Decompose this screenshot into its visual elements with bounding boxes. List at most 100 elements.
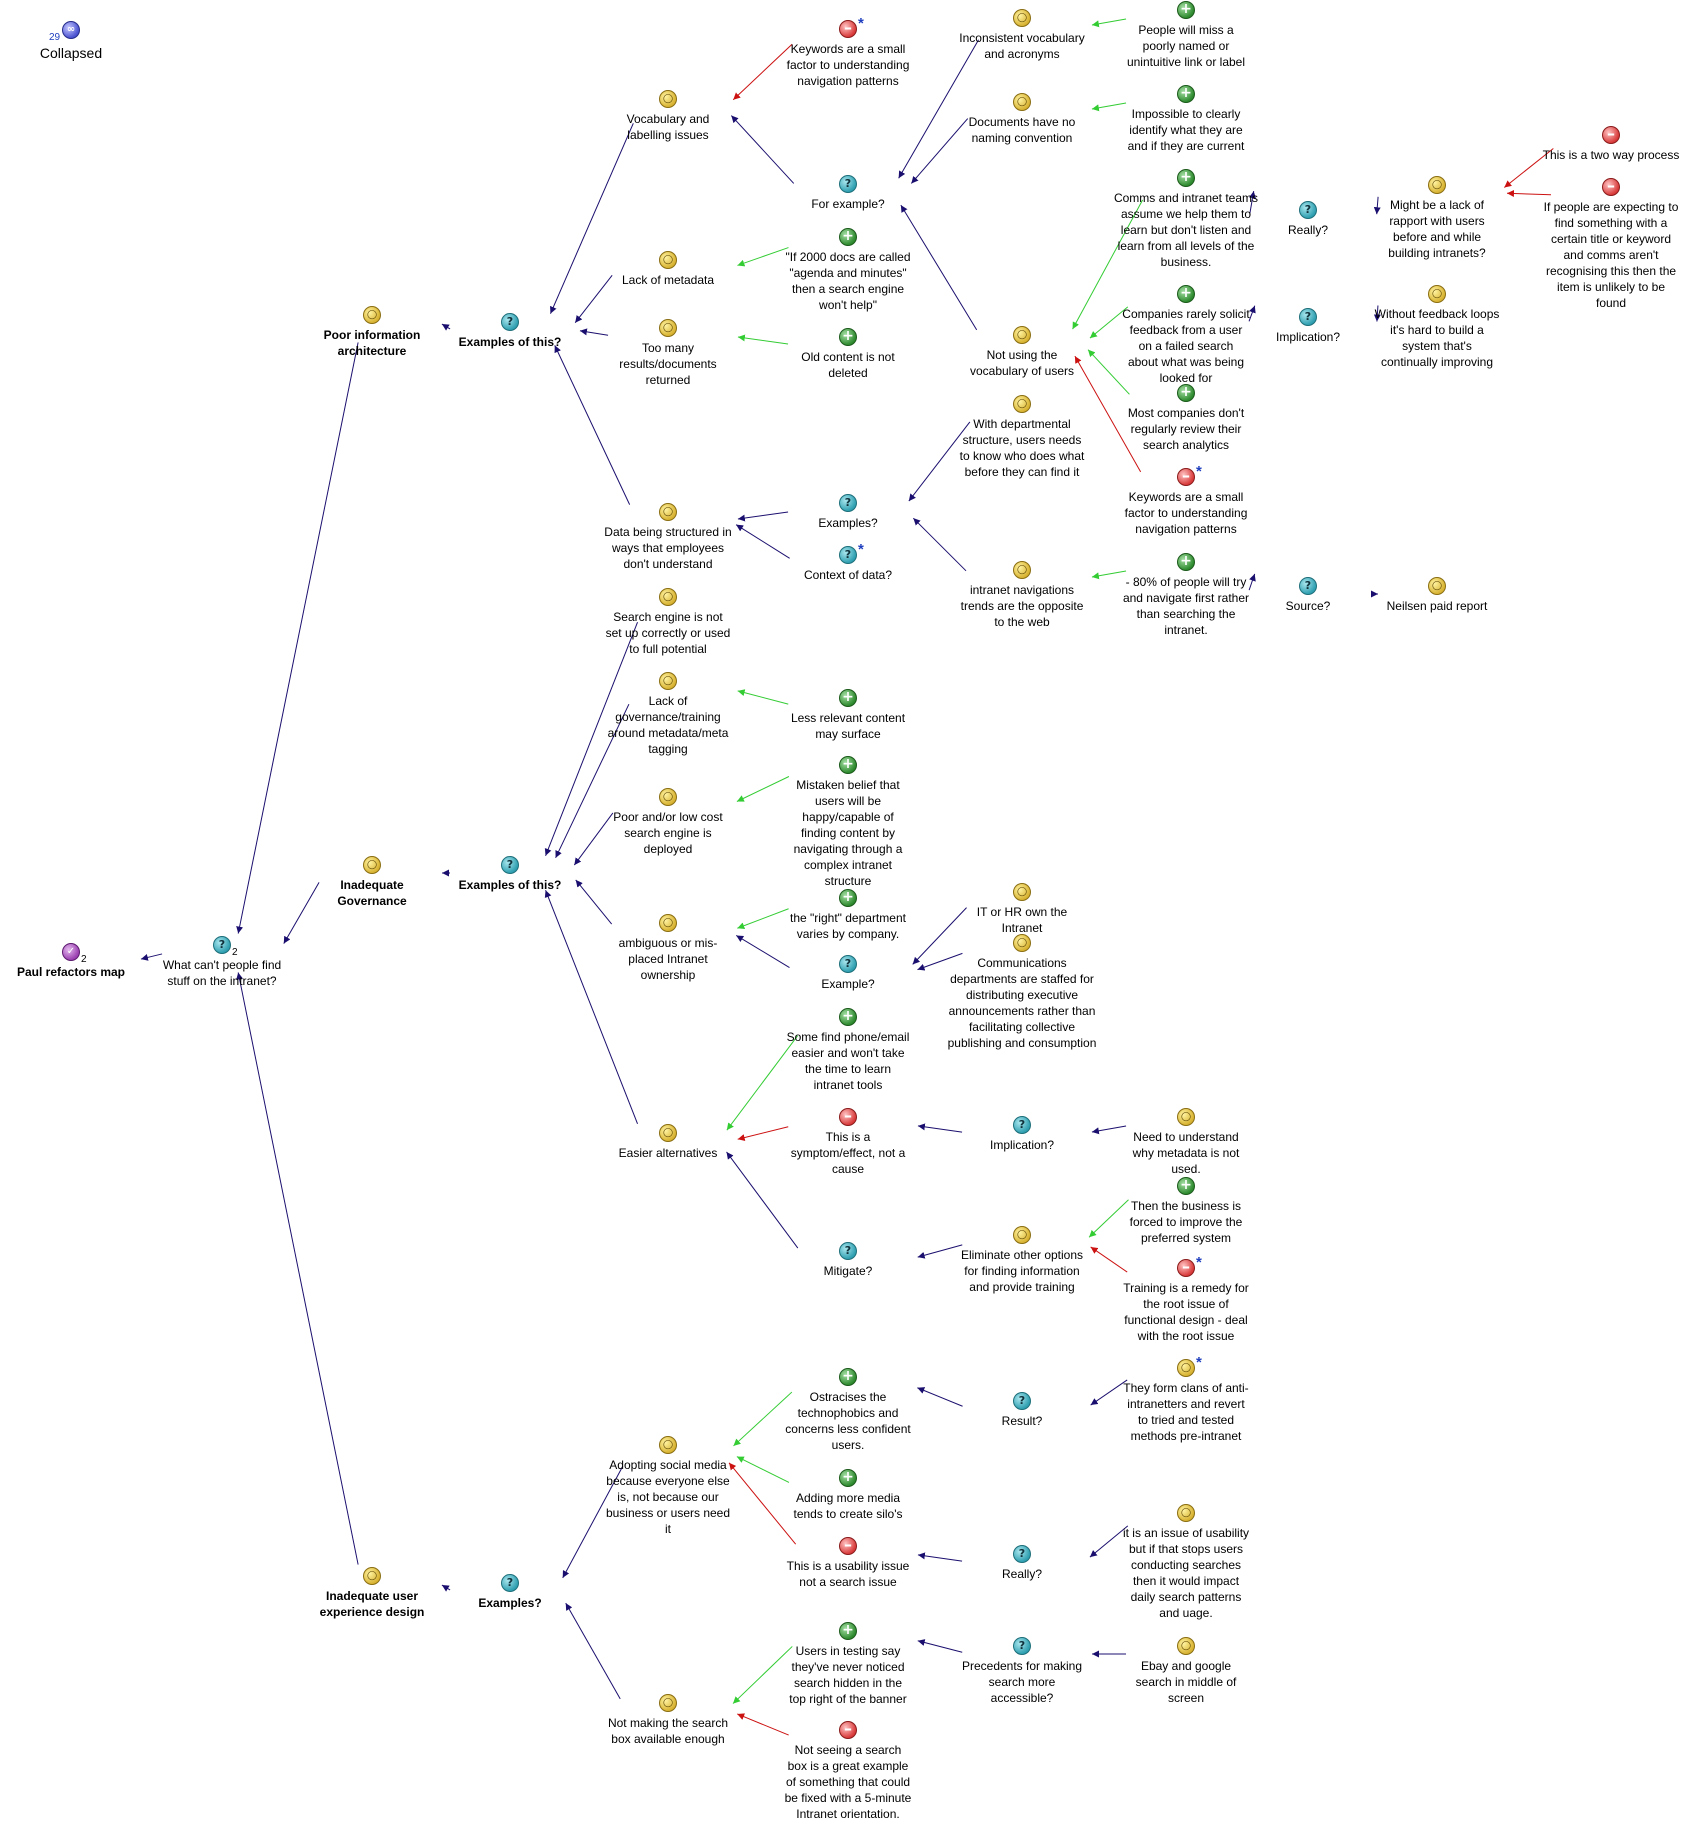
node-ex1[interactable]: ?Examples of this?	[459, 313, 561, 349]
collapsed-count: 29	[49, 32, 61, 43]
node-ifpeople[interactable]: –If people are expecting to find somethi…	[1544, 178, 1679, 311]
node-neilsen[interactable]: ◯Neilsen paid report	[1387, 577, 1487, 613]
pro-icon: +	[839, 1469, 857, 1487]
collapsed-node[interactable]: ∞ 29 Collapsed	[40, 21, 102, 61]
node-ebay[interactable]: ◯Ebay and google search in middle of scr…	[1136, 1637, 1236, 1705]
node-userstest[interactable]: +Users in testing say they've never noti…	[789, 1622, 907, 1706]
node-result[interactable]: ?Result?	[1002, 1392, 1042, 1428]
node-source[interactable]: ?Source?	[1286, 577, 1330, 613]
question-icon: ?	[501, 1574, 519, 1592]
node-peoplemiss[interactable]: +People will miss a poorly named or unin…	[1127, 1, 1245, 69]
node-lessrel[interactable]: +Less relevant content may surface	[791, 689, 905, 741]
node-kw1[interactable]: –*Keywords are a small factor to underst…	[787, 15, 910, 88]
node-mostcomp[interactable]: +Most companies don't regularly review t…	[1128, 384, 1244, 452]
node-deptstruct[interactable]: ◯With departmental structure, users need…	[960, 395, 1084, 479]
node-ambig[interactable]: ◯ambiguous or mis-placed Intranet owners…	[619, 914, 717, 982]
node-addingmedia[interactable]: +Adding more media tends to create silo'…	[793, 1469, 903, 1521]
node-impossible[interactable]: +Impossible to clearly identify what the…	[1128, 85, 1244, 153]
idea-icon: ◯	[659, 503, 677, 521]
node-implic1[interactable]: ?Implication?	[1276, 308, 1340, 344]
node-lackgov[interactable]: ◯Lack of governance/training around meta…	[608, 672, 728, 756]
idea-icon: ◯	[659, 251, 677, 269]
map-icon: ✓	[62, 943, 80, 961]
node-count: 2	[232, 947, 238, 958]
idea-icon: ◯	[659, 1124, 677, 1142]
map-node[interactable]: ✓ 2 Paul refactors map	[17, 943, 125, 979]
node-mistaken[interactable]: +Mistaken belief that users will be happ…	[794, 756, 902, 888]
idea-icon: ◯	[1177, 1359, 1195, 1377]
node-examples1[interactable]: ?Examples?	[818, 494, 878, 530]
node-gov[interactable]: ◯Inadequate Governance	[337, 856, 407, 908]
node-notmaking[interactable]: ◯Not making the search box available eno…	[608, 1694, 728, 1746]
node-poor-ia[interactable]: ◯Poor information architecture	[324, 306, 420, 358]
node-poorlow[interactable]: ◯Poor and/or low cost search engine is d…	[613, 788, 723, 856]
node-twoway[interactable]: –This is a two way process	[1543, 126, 1680, 163]
node-clans[interactable]: ◯*They form clans of anti-intranetters a…	[1123, 1354, 1248, 1443]
node-docsnoname[interactable]: ◯Documents have no naming convention	[969, 93, 1075, 145]
node-eighty[interactable]: +- 80% of people will try and navigate f…	[1123, 553, 1249, 637]
node-eliminate[interactable]: ◯Eliminate other options for finding inf…	[961, 1226, 1083, 1294]
node-somefind[interactable]: +Some find phone/email easier and won't …	[787, 1008, 909, 1092]
node-meta[interactable]: ◯Lack of metadata	[622, 251, 714, 287]
node-toomany[interactable]: ◯Too many results/documents returned	[619, 319, 717, 387]
node-ex2[interactable]: ?Examples of this?	[459, 856, 561, 892]
node-easier[interactable]: ◯Easier alternatives	[619, 1124, 717, 1160]
link-oldcontent-to-toomany	[737, 334, 789, 345]
node-companies[interactable]: +Companies rarely solicit feedback from …	[1122, 285, 1250, 385]
node-oldcontent[interactable]: +Old content is not deleted	[801, 328, 895, 380]
link-userstest-to-notmaking	[732, 1646, 793, 1704]
node-ostracises[interactable]: +Ostracises the technophobics and concer…	[785, 1368, 911, 1452]
node-adopting[interactable]: ◯Adopting social media because everyone …	[606, 1436, 730, 1536]
node-itisan[interactable]: ◯it is an issue of usability but if that…	[1123, 1504, 1249, 1620]
pro-icon: +	[839, 1622, 857, 1640]
node-ex3[interactable]: ?Examples?	[478, 1574, 542, 1610]
node-precedents[interactable]: ?Precedents for making search more acces…	[962, 1637, 1082, 1705]
node-ithr[interactable]: ◯IT or HR own the Intranet	[977, 883, 1067, 935]
node-example2[interactable]: ?Example?	[821, 955, 875, 991]
node-really2[interactable]: ?Really?	[1002, 1545, 1042, 1581]
node-implic2[interactable]: ?Implication?	[990, 1116, 1054, 1152]
node-symptom[interactable]: –This is a symptom/effect, not a cause	[791, 1108, 906, 1177]
node-kw2[interactable]: –*Keywords are a small factor to underst…	[1125, 463, 1248, 536]
node-label: People will miss a poorly named or unint…	[1126, 23, 1246, 69]
node-rapport[interactable]: ◯ Might be a lack of rapport with users b…	[1388, 176, 1486, 260]
node-label: Might be a lack of rapport with users be…	[1388, 198, 1486, 260]
node-commsdept[interactable]: ◯Communications departments are staffed …	[948, 934, 1096, 1050]
node-training[interactable]: –*Training is a remedy for the root issu…	[1123, 1254, 1249, 1343]
pro-icon: +	[839, 228, 857, 246]
node-really1[interactable]: ?Really?	[1288, 201, 1328, 237]
node-context[interactable]: ?*Context of data?	[804, 541, 892, 582]
node-thenbiz[interactable]: +Then the business is forced to improve …	[1130, 1177, 1242, 1245]
idea-icon: ◯	[1428, 176, 1446, 194]
link-vocab-to-ex1	[550, 123, 634, 314]
idea-icon: ◯	[1013, 1226, 1031, 1244]
node-datastruct[interactable]: ◯Data being structured in ways that empl…	[604, 503, 732, 571]
node-vocab[interactable]: ◯Vocabulary and labelling issues	[627, 90, 709, 142]
question-icon: ?	[1299, 308, 1317, 326]
con-icon: –	[839, 20, 857, 38]
node-needund[interactable]: ◯Need to understand why metadata is not …	[1133, 1108, 1239, 1176]
question-icon: ?	[1013, 1116, 1031, 1134]
link-gov-to-root	[283, 882, 320, 944]
collapsed-label: Collapsed	[39, 45, 103, 61]
node-rightdept[interactable]: +the "right" department varies by compan…	[790, 889, 906, 941]
node-agenda[interactable]: +"If 2000 docs are called "agenda and mi…	[785, 228, 911, 312]
node-uxd[interactable]: ◯Inadequate user experience design	[320, 1567, 424, 1619]
node-notvocab[interactable]: ◯Not using the vocabulary of users	[970, 326, 1074, 378]
node-usability[interactable]: –This is a usability issue not a search …	[787, 1537, 910, 1590]
node-incons[interactable]: ◯Inconsistent vocabulary and acronyms	[959, 9, 1085, 61]
node-feedback[interactable]: ◯Without feedback loops it's hard to bui…	[1375, 285, 1499, 369]
idea-icon: ◯	[1013, 326, 1031, 344]
node-mitigate[interactable]: ?Mitigate?	[824, 1242, 872, 1278]
node-forex[interactable]: ?For example?	[811, 175, 885, 211]
node-searcheng[interactable]: ◯Search engine is not set up correctly o…	[606, 588, 730, 656]
con-icon: –	[839, 1721, 857, 1739]
star-icon: *	[1196, 1254, 1202, 1271]
node-notseeing[interactable]: –Not seeing a search box is a great exam…	[785, 1721, 912, 1822]
node-navtrends[interactable]: ◯intranet navigations trends are the opp…	[961, 561, 1083, 629]
node-comms[interactable]: +Comms and intranet teams assume we help…	[1114, 169, 1258, 269]
link-kw1-to-vocab	[732, 43, 793, 101]
